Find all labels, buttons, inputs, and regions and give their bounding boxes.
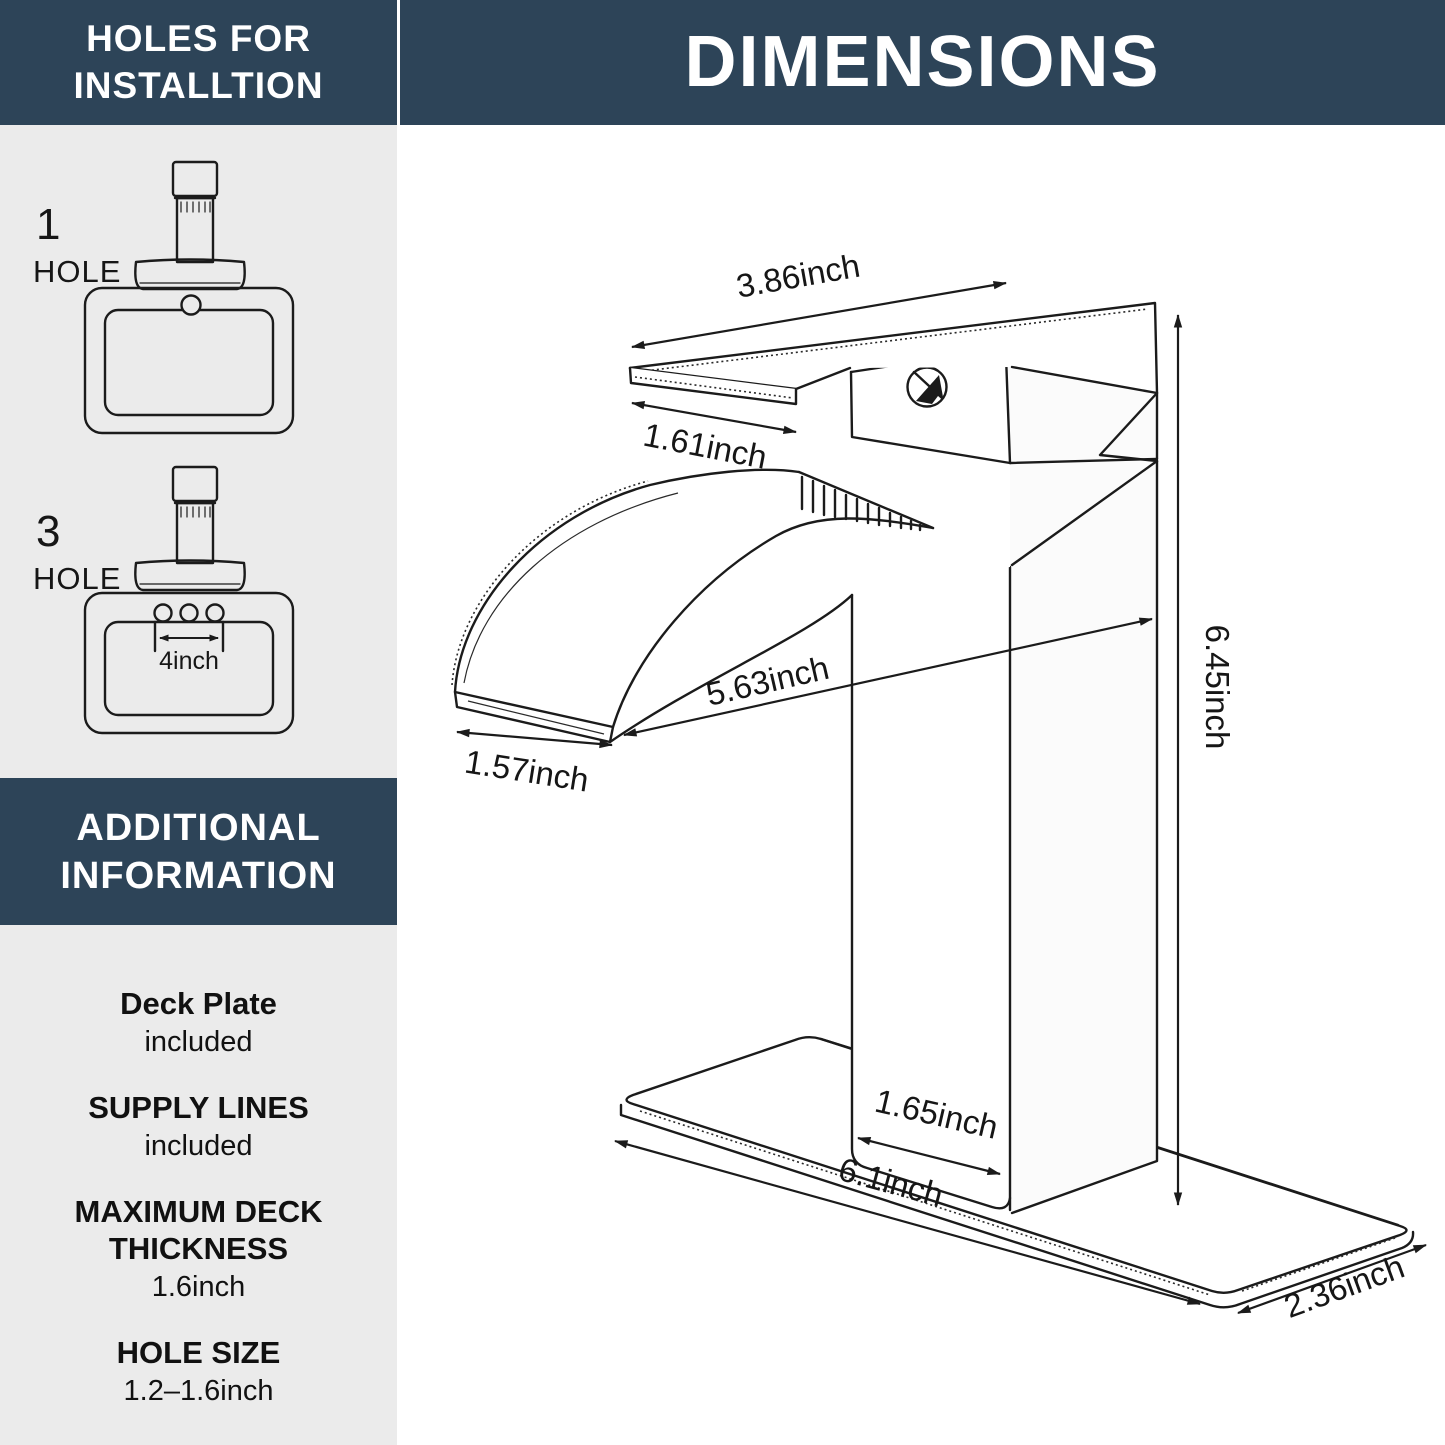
- installation-panel: 1 HOLE 3 HOLE: [0, 125, 397, 1445]
- dim-arrow-plate-length: [614, 1139, 1201, 1306]
- info-value: 1.2–1.6inch: [123, 1375, 274, 1407]
- dim-arrow-top-width: [631, 401, 797, 434]
- additional-info-list: Deck Plate included SUPPLY LINES include…: [0, 985, 397, 1438]
- info-item-supply-lines: SUPPLY LINES included: [0, 1089, 397, 1163]
- dim-arrow-plate-depth: [1237, 1243, 1427, 1315]
- additional-information-header: ADDITIONAL INFORMATION: [0, 778, 397, 925]
- dimension-arrows: [456, 280, 1427, 1315]
- info-item-deck-thickness: MAXIMUM DECK THICKNESS 1.6inch: [0, 1193, 397, 1304]
- one-hole-sink-icon: [83, 160, 295, 435]
- holes-header-line1: HOLES FOR: [86, 18, 311, 59]
- dim-label-hole-spacing: 4inch: [159, 647, 219, 675]
- faucet-dimension-drawing: 3.86inch 1.61inch 1.57inch 5.63inch 6.45…: [451, 247, 1427, 1325]
- three-hole-number: 3: [36, 507, 61, 556]
- dimensions-header: DIMENSIONS: [400, 0, 1445, 125]
- dim-arrow-spout-reach: [623, 617, 1153, 737]
- one-hole-label: 1 HOLE: [33, 200, 122, 289]
- dim-arrow-top-length: [631, 280, 1007, 350]
- additional-header-line1: ADDITIONAL: [76, 807, 321, 849]
- info-value: 1.6inch: [151, 1271, 246, 1303]
- dim-label-spout-opening: 1.57inch: [462, 743, 591, 799]
- info-item-deck-plate: Deck Plate included: [0, 985, 397, 1059]
- one-hole-word: HOLE: [33, 254, 122, 289]
- dim-label-total-height: 6.45inch: [1199, 625, 1236, 750]
- info-value: included: [144, 1026, 253, 1058]
- three-hole-label: 3 HOLE: [33, 507, 122, 596]
- three-hole-word: HOLE: [33, 561, 122, 596]
- info-title: MAXIMUM DECK THICKNESS: [74, 1194, 323, 1266]
- three-hole-sink-icon: 4inch: [83, 465, 295, 735]
- info-title: HOLE SIZE: [116, 1335, 281, 1370]
- holes-for-installation-header: HOLES FOR INSTALLTION: [0, 0, 397, 125]
- holes-header-line2: INSTALLTION: [73, 65, 324, 106]
- dim-arrow-spout-opening: [456, 728, 613, 749]
- info-title: SUPPLY LINES: [88, 1090, 309, 1125]
- additional-header-line2: INFORMATION: [60, 855, 337, 897]
- dim-label-top-length: 3.86inch: [733, 247, 862, 305]
- one-hole-number: 1: [36, 200, 61, 249]
- info-item-hole-size: HOLE SIZE 1.2–1.6inch: [0, 1334, 397, 1408]
- info-title: Deck Plate: [120, 986, 277, 1021]
- info-value: included: [144, 1130, 253, 1162]
